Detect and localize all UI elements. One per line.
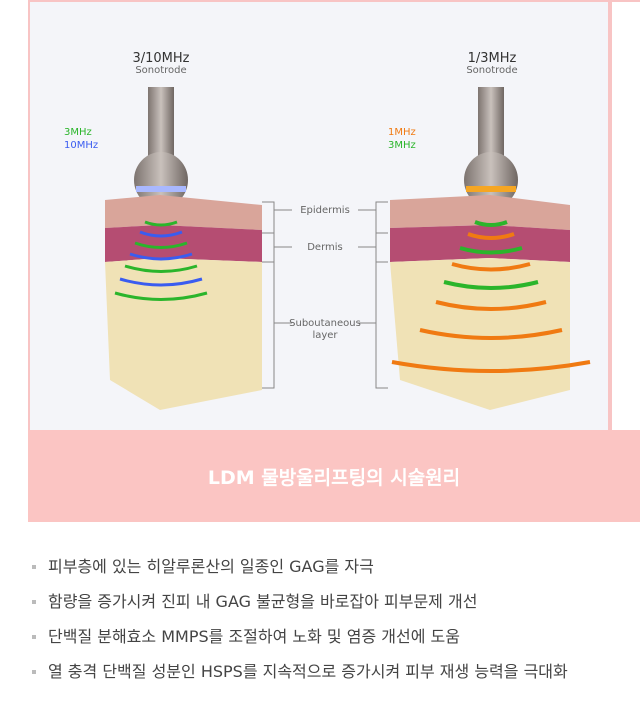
right-sonotrode xyxy=(464,87,518,208)
right-skin-block xyxy=(390,195,570,410)
frame-divider xyxy=(610,0,612,430)
section-banner: LDM 물방울리프팅의 시술원리 xyxy=(28,430,640,522)
left-subtitle: Sonotrode xyxy=(135,65,186,76)
right-freq-1: 1MHz xyxy=(388,127,416,138)
right-subtitle: Sonotrode xyxy=(466,65,517,76)
left-skin-block xyxy=(105,195,262,410)
list-item: 함량을 증가시켜 진피 내 GAG 불균형을 바로잡아 피부문제 개선 xyxy=(30,591,630,613)
label-dermis: Dermis xyxy=(307,242,343,253)
frame-divider-top xyxy=(610,0,640,2)
label-epidermis: Epidermis xyxy=(300,205,350,216)
left-freq-1: 3MHz xyxy=(64,127,92,138)
right-freq-2: 3MHz xyxy=(388,140,416,151)
principle-list: 피부층에 있는 히알루론산의 일종인 GAG를 자극 함량을 증가시켜 진피 내… xyxy=(30,556,630,696)
label-subcutaneous: Suboutaneous xyxy=(289,318,361,329)
right-waves xyxy=(391,220,591,373)
list-item: 피부층에 있는 히알루론산의 일종인 GAG를 자극 xyxy=(30,556,630,578)
left-sonotrode xyxy=(134,87,188,208)
right-title: 1/3MHz xyxy=(468,51,517,66)
left-freq-2: 10MHz xyxy=(64,140,98,151)
left-waves xyxy=(114,220,208,301)
layer-brackets xyxy=(262,201,388,389)
list-item: 단백질 분해효소 MMPS를 조절하여 노화 및 염증 개선에 도움 xyxy=(30,626,630,648)
banner-title: LDM 물방울리프팅의 시술원리 xyxy=(207,466,461,489)
ultrasound-diagram: 3/10MHz Sonotrode 3MHz 10MHz 1/3MHz Sono… xyxy=(64,51,591,410)
label-subcutaneous-layer: layer xyxy=(312,330,338,341)
left-title: 3/10MHz xyxy=(132,51,189,66)
list-item: 열 충격 단백질 성분인 HSPS를 지속적으로 증가시켜 피부 재생 능력을 … xyxy=(30,661,588,683)
